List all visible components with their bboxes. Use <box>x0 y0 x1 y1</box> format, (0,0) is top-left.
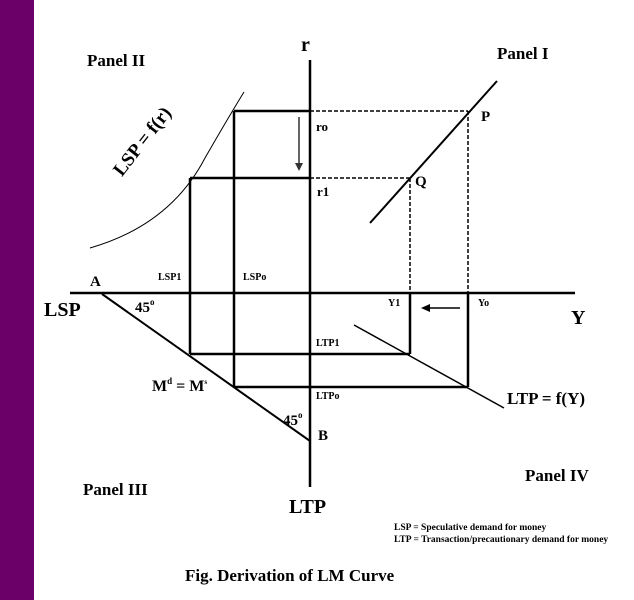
ms-sup: s <box>204 378 208 386</box>
ms-label: = M <box>172 378 205 395</box>
panel-2-title: Panel II <box>87 51 146 70</box>
tick-lsp0: LSPo <box>243 272 267 283</box>
lsp-curve <box>89 91 245 249</box>
panel-3-title: Panel III <box>83 480 148 499</box>
lm-line <box>369 80 498 224</box>
axis-label-r: r <box>301 34 310 56</box>
tick-y0: Yo <box>478 298 490 309</box>
md-ms-line <box>101 293 311 442</box>
axis-label-y: Y <box>571 307 586 329</box>
md-label: M <box>152 378 168 395</box>
angle-b-label: 45o <box>283 410 303 429</box>
legend-ltp: LTP = Transaction/precautionary demand f… <box>394 535 609 545</box>
tick-ltp1: LTP1 <box>316 338 340 349</box>
point-a: A <box>90 274 101 290</box>
sidebar-bar <box>0 0 34 600</box>
left-arrow-icon <box>421 304 460 312</box>
tick-lsp1: LSP1 <box>158 272 182 283</box>
md-sup: d <box>167 376 173 386</box>
tick-r1: r1 <box>317 184 330 199</box>
panel-1-title: Panel I <box>497 44 549 63</box>
ltp-function-label: LTP = f(Y) <box>507 389 586 408</box>
axis-label-lsp: LSP <box>44 299 81 321</box>
down-arrow-icon <box>295 117 303 171</box>
tick-r0: ro <box>316 119 329 134</box>
tick-ltp0: LTPo <box>316 391 340 402</box>
tick-y1: Y1 <box>388 298 401 309</box>
ltp-curve <box>353 324 505 409</box>
angle-a-label: 45o <box>135 297 155 316</box>
panel-4-title: Panel IV <box>525 466 589 485</box>
point-p: P <box>481 109 491 125</box>
legend-lsp: LSP = Speculative demand for money <box>394 523 547 533</box>
figure-caption: Fig. Derivation of LM Curve <box>185 566 395 585</box>
equilibrium-label: Md = Ms <box>152 377 207 395</box>
point-q: Q <box>415 174 427 190</box>
point-b: B <box>318 428 329 444</box>
axis-label-ltp: LTP <box>289 496 327 518</box>
